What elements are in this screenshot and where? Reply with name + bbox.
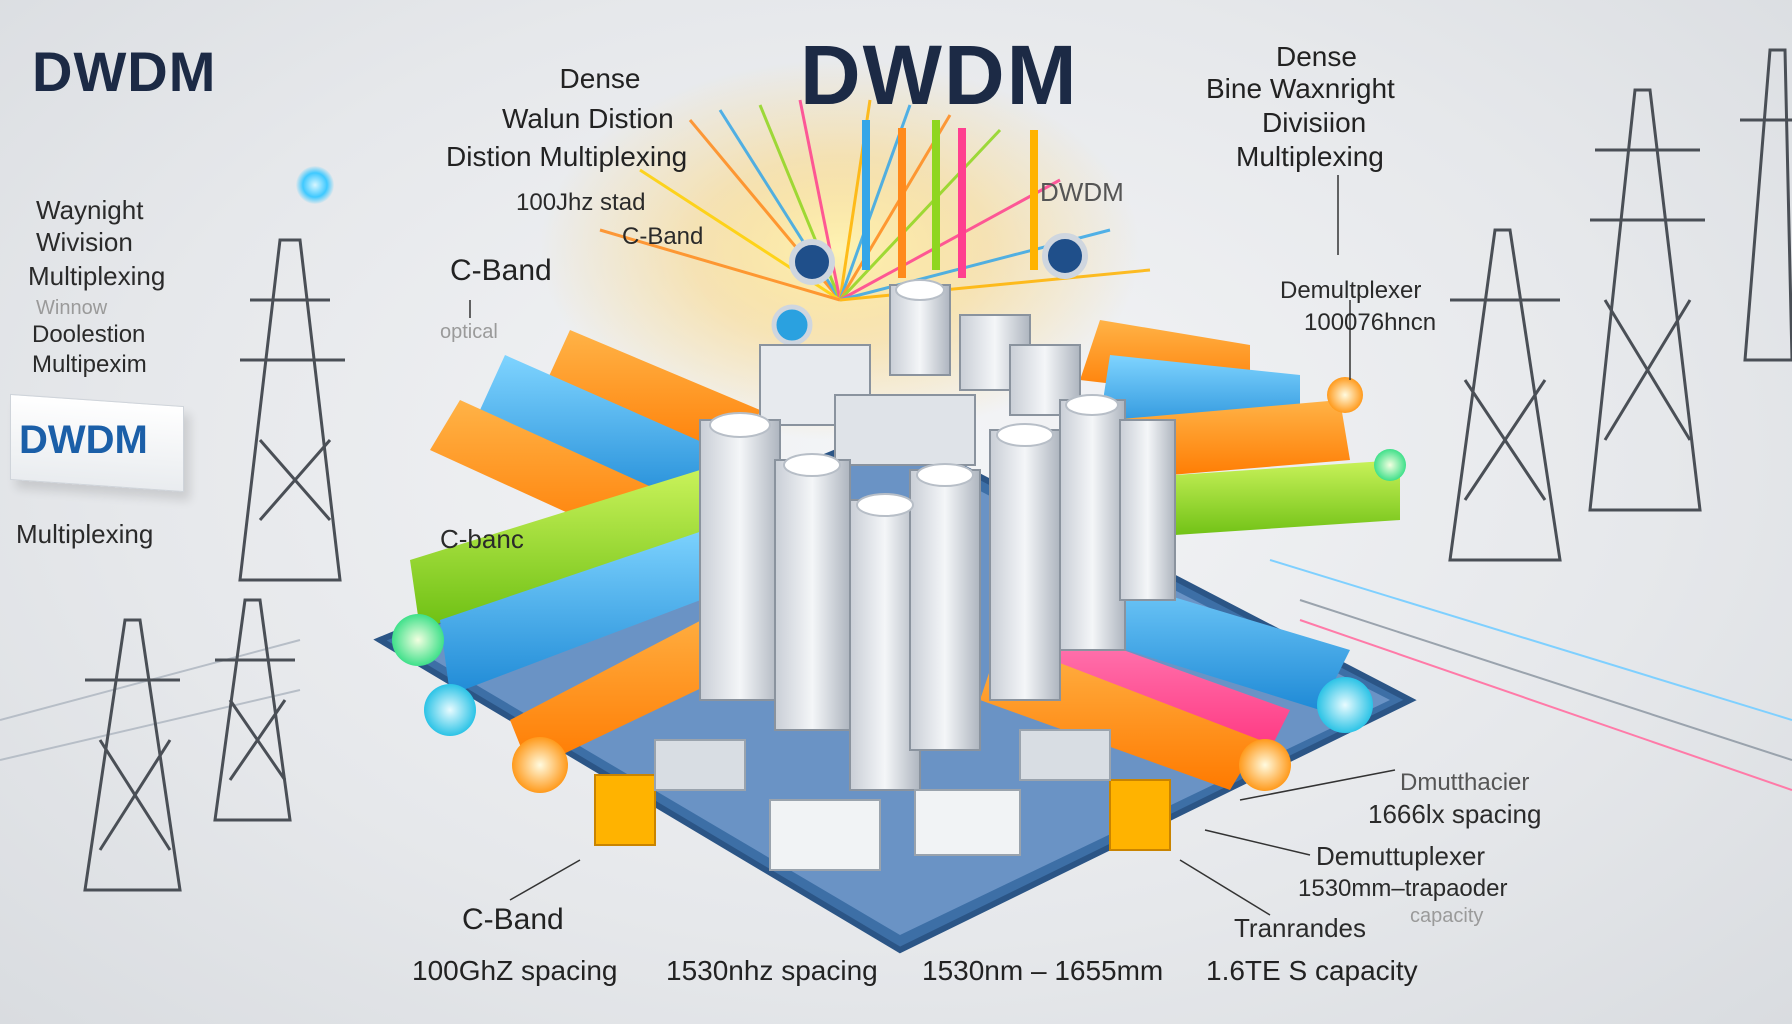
left-line-3: Multiplexing: [28, 261, 166, 291]
cband-top-label: C-Band: [450, 254, 552, 287]
right-lower-2: 1666lx spacing: [1368, 799, 1542, 829]
dwdm-box-label: DWDM: [10, 393, 184, 493]
cband-mid-label: C-banc: [440, 524, 524, 554]
main-title: DWDM: [800, 28, 1079, 122]
fiber-ends: [392, 377, 1406, 793]
leader-lines: [469, 175, 1396, 916]
optical-label: optical: [440, 321, 498, 343]
vertical-fibers: [862, 120, 1038, 278]
bottom-cband-label: C-Band: [462, 903, 564, 936]
bottom-spec-1: 100GhZ spacing: [412, 955, 618, 986]
front-modules: [594, 729, 1171, 871]
bottom-spec-3: 1530nm – 1655mm: [922, 955, 1164, 986]
left-line-4: Doolestion: [32, 321, 146, 348]
right-lower-3: Demuttuplexer: [1316, 841, 1486, 871]
top-right-line-1: Dense: [1276, 41, 1357, 72]
lens-right: [1042, 233, 1088, 279]
right-lower-4: 1530mm–trapaoder: [1298, 875, 1508, 902]
top-left-line-2: Walun Distion: [502, 103, 674, 134]
lens-left: [789, 239, 835, 285]
bottom-spec-2: 1530nhz spacing: [666, 955, 878, 986]
bottom-transponder-label: Tranrandes: [1234, 913, 1366, 943]
left-faint: Winnow: [36, 297, 108, 319]
demux-right-value: 100076hncn: [1304, 309, 1437, 336]
top-right-line-4: Multiplexing: [1236, 141, 1384, 172]
center-small-label: DWDM: [1040, 177, 1124, 207]
left-line-2: Wivision: [36, 227, 133, 257]
right-lower-5: capacity: [1410, 905, 1484, 927]
left-line-1: Waynight: [36, 195, 144, 225]
right-lower-1: Dmutthacier: [1400, 769, 1530, 796]
top-right-line-3: Divisiion: [1262, 107, 1367, 138]
bottom-spec-4: 1.6TE S capacity: [1206, 955, 1418, 986]
power-lines: [0, 559, 1792, 791]
left-title: DWDM: [32, 40, 217, 103]
top-left-line-3: Distion Multiplexing: [446, 141, 688, 172]
left-multiplexing: Multiplexing: [16, 519, 154, 549]
rack-caps: [709, 279, 1119, 517]
top-right-line-2: Bine Waxnright: [1206, 73, 1395, 104]
pylons: [83, 48, 1792, 892]
server-racks: [699, 284, 1176, 791]
top-left-sub-2: C-Band: [622, 223, 704, 250]
beacon-icon: [296, 166, 334, 204]
left-line-5: Multipexim: [32, 351, 147, 378]
demux-right-title: Demultplexer: [1280, 277, 1422, 304]
lens-small: [771, 304, 813, 346]
top-left-line-1: Dense: [559, 63, 641, 94]
top-left-sub-1: 100Jhz stad: [516, 189, 646, 216]
